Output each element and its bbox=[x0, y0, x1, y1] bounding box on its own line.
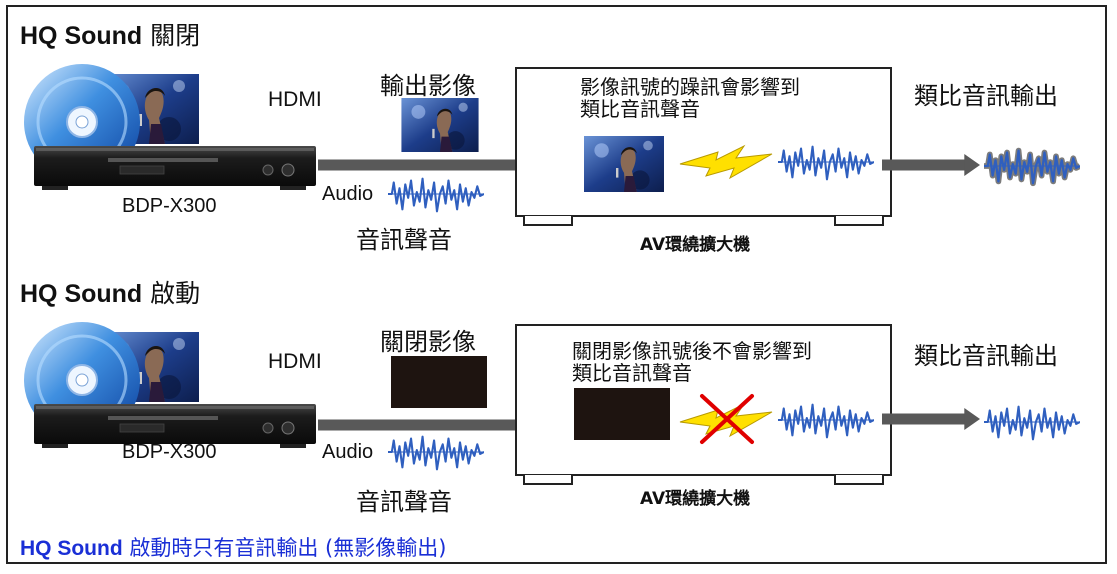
receiver-audio-wave-icon bbox=[778, 145, 874, 181]
audio-label: Audio bbox=[322, 183, 374, 205]
hdmi-label: HDMI bbox=[268, 350, 322, 373]
section-title-brand: HQ Sound bbox=[20, 22, 143, 50]
player-chassis bbox=[34, 146, 316, 190]
video-output-label: 輸出影像 bbox=[380, 72, 476, 100]
section-title-state: 啟動 bbox=[150, 279, 201, 308]
audio-wave-icon bbox=[388, 177, 484, 213]
audio-label: Audio bbox=[322, 441, 374, 463]
footer-brand: HQ Sound bbox=[20, 537, 123, 560]
section-title: HQ Sound 啟動 bbox=[20, 274, 200, 310]
receiver-video-thumbnail bbox=[584, 136, 664, 192]
receiver-blank-screen bbox=[574, 388, 670, 440]
analog-output-label: 類比音訊輸出 bbox=[914, 342, 1058, 370]
analog-output-arrow bbox=[882, 154, 980, 176]
section-title: HQ Sound 關閉 bbox=[20, 16, 200, 52]
receiver-note-line1: 關閉影像訊號後不會影響到 bbox=[572, 339, 812, 363]
video-output-thumbnail bbox=[401, 98, 479, 152]
receiver-note-line2: 類比音訊聲音 bbox=[572, 361, 692, 385]
player-chassis bbox=[34, 404, 316, 448]
receiver-foot-right bbox=[834, 216, 884, 226]
audio-caption: 音訊聲音 bbox=[356, 226, 452, 254]
receiver-foot-left bbox=[523, 216, 573, 226]
av-receiver-box bbox=[515, 67, 892, 217]
bluray-player-illustration bbox=[24, 64, 316, 190]
receiver-name-label: AV環繞擴大機 bbox=[640, 235, 751, 255]
receiver-note-line2: 類比音訊聲音 bbox=[580, 97, 700, 121]
section-title-state: 關閉 bbox=[150, 21, 201, 50]
footer-note: HQ Sound 啟動時只有音訊輸出 (無影像輸出) bbox=[20, 532, 446, 562]
bluray-player-illustration bbox=[24, 322, 316, 448]
video-output-label: 關閉影像 bbox=[380, 328, 476, 356]
player-model-label: BDP-X300 bbox=[122, 195, 217, 217]
section-hq-sound-on: HQ Sound 啟動 BDP-X300 HDMI 關閉影像 Audio 音訊聲… bbox=[0, 258, 1117, 526]
footer-text: 啟動時只有音訊輸出 (無影像輸出) bbox=[122, 536, 447, 560]
hdmi-label: HDMI bbox=[268, 88, 322, 111]
blank-video-screen bbox=[391, 356, 487, 408]
section-hq-sound-off: HQ Sound 關閉 BDP-X300 HDMI 輸出影像 Audio 音訊聲… bbox=[0, 0, 1117, 268]
receiver-audio-wave-icon bbox=[778, 403, 874, 439]
receiver-note-line1: 影像訊號的躁訊會影響到 bbox=[580, 75, 800, 99]
receiver-foot-left bbox=[523, 475, 573, 485]
receiver-name-label: AV環繞擴大機 bbox=[640, 489, 751, 509]
noise-lightning-icon bbox=[679, 144, 773, 180]
section-title-brand: HQ Sound bbox=[20, 280, 143, 308]
audio-caption: 音訊聲音 bbox=[356, 488, 452, 516]
clean-audio-wave-icon bbox=[984, 405, 1080, 441]
player-model-label: BDP-X300 bbox=[122, 441, 217, 463]
noisy-audio-wave-icon bbox=[984, 144, 1080, 188]
audio-wave-icon bbox=[388, 435, 484, 471]
blocked-noise-icon bbox=[679, 394, 773, 444]
analog-output-arrow bbox=[882, 408, 980, 430]
receiver-foot-right bbox=[834, 475, 884, 485]
analog-output-label: 類比音訊輸出 bbox=[914, 82, 1058, 110]
